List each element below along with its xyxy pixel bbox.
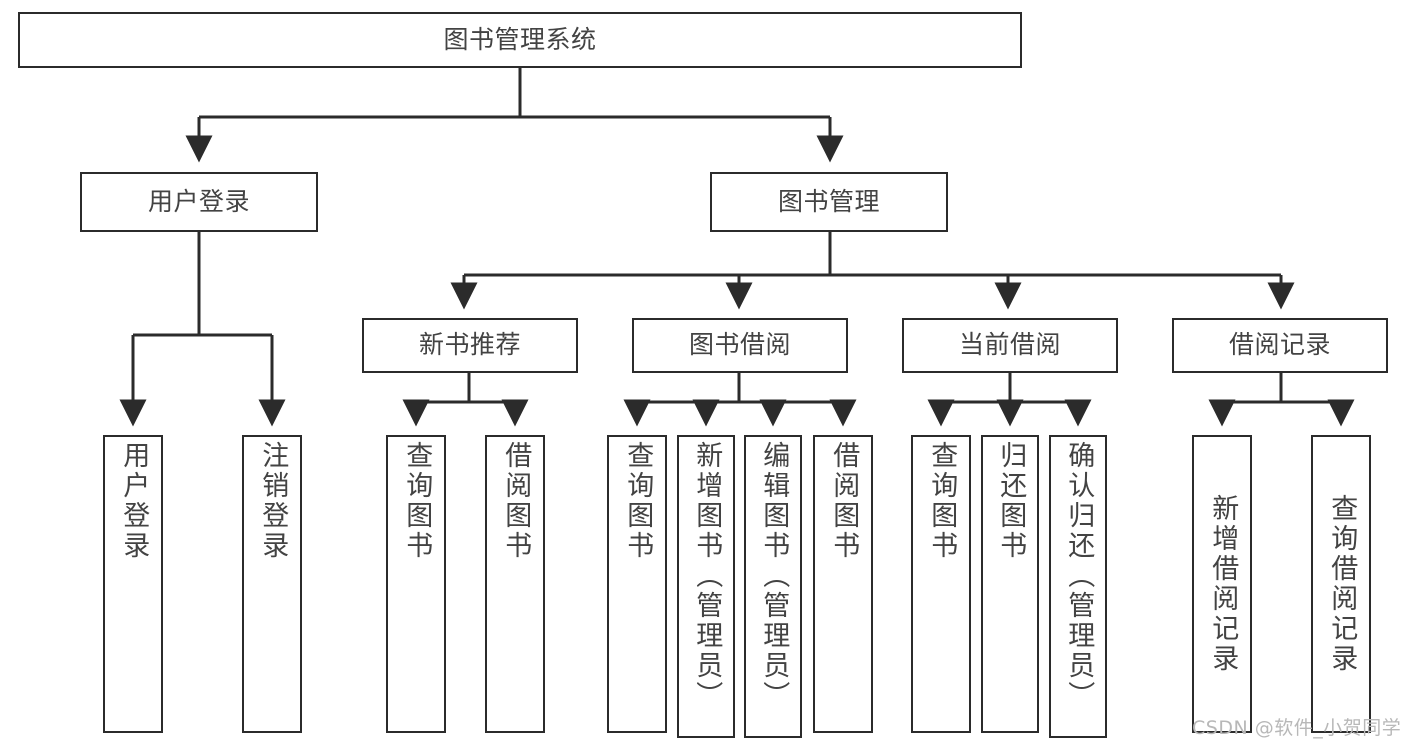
csdn-watermark: CSDN @软件_小贺同学: [1192, 717, 1402, 739]
leaf-confirm-return[interactable]: 确认归还（管理员）: [1049, 435, 1107, 738]
node-user-login-label: 用户登录: [147, 186, 250, 216]
leaf-query-book-1-label: 查询图书: [401, 441, 433, 561]
leaf-add-book[interactable]: 新增图书（管理员）: [677, 435, 735, 738]
leaf-query-book-2[interactable]: 查询图书: [607, 435, 667, 733]
leaf-borrow-book-2[interactable]: 借阅图书: [813, 435, 873, 733]
leaf-borrow-book-1[interactable]: 借阅图书: [485, 435, 545, 733]
leaf-query-book-1[interactable]: 查询图书: [386, 435, 446, 733]
leaf-return-book[interactable]: 归还图书: [981, 435, 1039, 733]
node-book-borrow[interactable]: 图书借阅: [632, 318, 848, 373]
node-new-book-rec-label: 新书推荐: [418, 330, 521, 360]
leaf-query-book-3[interactable]: 查询图书: [911, 435, 971, 733]
leaf-add-record[interactable]: 新增借阅记录: [1192, 435, 1252, 733]
leaf-query-book-3-label: 查询图书: [926, 441, 958, 561]
node-book-borrow-label: 图书借阅: [688, 330, 791, 360]
leaf-logout-login[interactable]: 注销登录: [242, 435, 302, 733]
leaf-logout-login-label: 注销登录: [257, 441, 289, 561]
node-current-borrow-label: 当前借阅: [958, 330, 1061, 360]
leaf-query-book-2-label: 查询图书: [622, 441, 654, 561]
node-user-login[interactable]: 用户登录: [80, 172, 318, 232]
leaf-borrow-book-2-label: 借阅图书: [828, 441, 860, 561]
leaf-confirm-return-label: 确认归还（管理员）: [1063, 441, 1095, 711]
leaf-add-record-label: 新增借阅记录: [1207, 494, 1239, 674]
leaf-borrow-book-1-label: 借阅图书: [500, 441, 532, 561]
node-book-manage[interactable]: 图书管理: [710, 172, 948, 232]
node-new-book-rec[interactable]: 新书推荐: [362, 318, 578, 373]
node-current-borrow[interactable]: 当前借阅: [902, 318, 1118, 373]
leaf-add-book-label: 新增图书（管理员）: [691, 441, 723, 711]
node-borrow-record[interactable]: 借阅记录: [1172, 318, 1388, 373]
leaf-user-login-label: 用户登录: [118, 441, 150, 561]
leaf-user-login[interactable]: 用户登录: [103, 435, 163, 733]
leaf-edit-book-label: 编辑图书（管理员）: [758, 441, 790, 711]
node-root[interactable]: 图书管理系统: [18, 12, 1022, 68]
node-root-label: 图书管理系统: [443, 24, 597, 54]
leaf-query-record-label: 查询借阅记录: [1326, 494, 1358, 674]
leaf-edit-book[interactable]: 编辑图书（管理员）: [744, 435, 802, 738]
leaf-return-book-label: 归还图书: [995, 441, 1027, 561]
leaf-query-record[interactable]: 查询借阅记录: [1311, 435, 1371, 733]
node-borrow-record-label: 借阅记录: [1228, 330, 1331, 360]
node-book-manage-label: 图书管理: [777, 186, 880, 216]
